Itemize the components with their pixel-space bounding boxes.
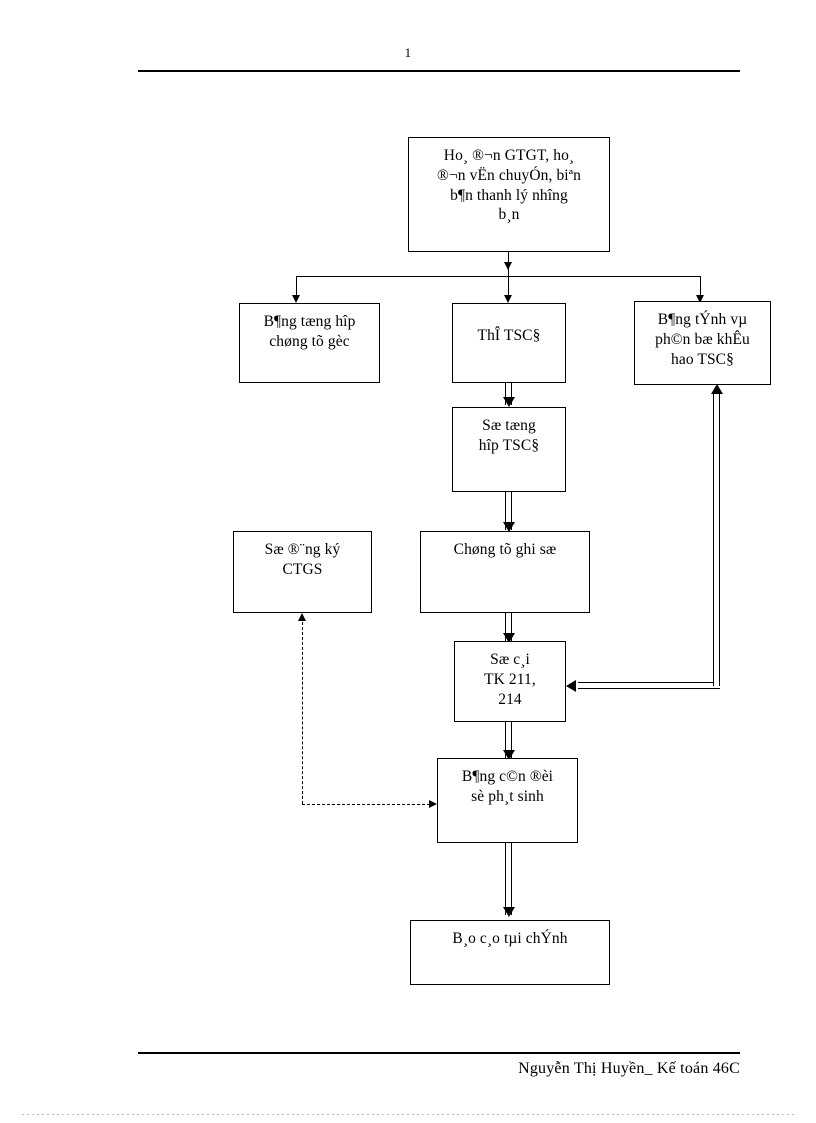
connector-fanout-bus [296,276,700,278]
node-line: ThÎ TSC§ [477,327,541,344]
node-financial-statements: B¸o c¸o tµi chÝnh [410,920,610,985]
arrowhead-depreciation-return [710,384,723,394]
connector-ctgs-dashed-horizontal [302,804,430,805]
node-line: 214 [498,690,522,708]
connector-branch-right [700,276,702,300]
arrowhead-ledger-to-trial-balance [502,750,515,760]
node-depreciation-allocation-table: B¶ng tÝnh vµ ph©n bæ khÊu hao TSC§ [634,301,771,385]
connector-branch-left [296,276,298,300]
page-number: 1 [404,45,412,60]
arrowhead-summary-to-voucher [502,522,515,532]
connector-card-to-summary [505,383,512,405]
connector-voucher-to-ledger [505,613,512,641]
connector-branch-middle [508,276,510,300]
scan-artifact-line [22,1114,794,1115]
arrowhead-ctgs-dashed-right [429,799,437,808]
node-line: ®¬n vËn chuyÓn, biªn [437,166,581,184]
footer-author: Nguyễn Thị Huyền_ Kế toán 46C [518,1060,740,1077]
connector-depreciation-return-horizontal [578,682,720,689]
connector-ctgs-dashed-vertical [302,622,303,804]
arrowhead-branch-right [695,295,704,303]
header-rule [138,70,740,72]
footer-rule [138,1052,740,1054]
node-line: ph©n bæ khÊu [655,330,750,348]
node-accounting-voucher: Chøng tõ ghi sæ [420,531,590,613]
node-line: b¶n thanh lý nh­îng [450,186,568,204]
connector-summary-to-voucher [505,492,512,530]
arrowhead-branch-middle [503,295,512,303]
node-increase-decrease-summary: B¶ng tæng hîp chøng tõ gèc [239,303,380,383]
arrowhead-source-stem [503,262,512,270]
arrowhead-card-to-summary [502,397,515,407]
node-line: hao TSC§ [671,350,734,368]
arrowhead-trial-balance-to-statements [502,907,515,917]
node-line: Ho¸ ®¬n GTGT, ho¸ [443,147,575,164]
node-line: Sæ tæng [482,417,536,434]
connector-trial-balance-to-statements [505,843,512,915]
arrowhead-voucher-to-ledger [502,633,515,643]
node-line: sè ph¸t sinh [471,787,544,805]
node-line: hîp TSC§ [478,436,540,454]
node-line: B¸o c¸o tµi chÝnh [452,930,568,947]
node-line: B¶ng tÝnh vµ [657,311,748,328]
arrowhead-depreciation-to-ledger [566,679,576,692]
node-ctgs-registration-book: Sæ ®¨ng ký CTGS [233,531,372,613]
node-fixed-asset-card: ThÎ TSC§ [452,303,566,383]
node-line: TK 211, [484,670,536,688]
node-line: Chøng tõ ghi sæ [453,541,557,558]
node-line: chøng tõ gèc [269,332,350,350]
arrowhead-ctgs-dashed-up [297,613,306,621]
node-fixed-asset-general-ledger: Sæ tæng hîp TSC§ [452,407,566,492]
arrowhead-branch-left [291,295,300,303]
node-line: Sæ ®¨ng ký [264,541,341,558]
node-line: B¶ng tæng hîp [263,313,356,330]
connector-depreciation-return-vertical [713,392,720,686]
node-line: B¶ng c©n ®èi [461,768,554,785]
node-line: b¸n [498,206,520,224]
node-line: Sæ c¸i [490,651,530,668]
connector-ledger-to-trial-balance [505,722,512,758]
node-line: CTGS [282,560,323,578]
node-source-documents: Ho¸ ®¬n GTGT, ho¸ ®¬n vËn chuyÓn, biªn b… [408,137,610,252]
node-ledger-tk-211-214: Sæ c¸i TK 211, 214 [454,641,566,722]
node-trial-balance: B¶ng c©n ®èi sè ph¸t sinh [437,758,578,843]
